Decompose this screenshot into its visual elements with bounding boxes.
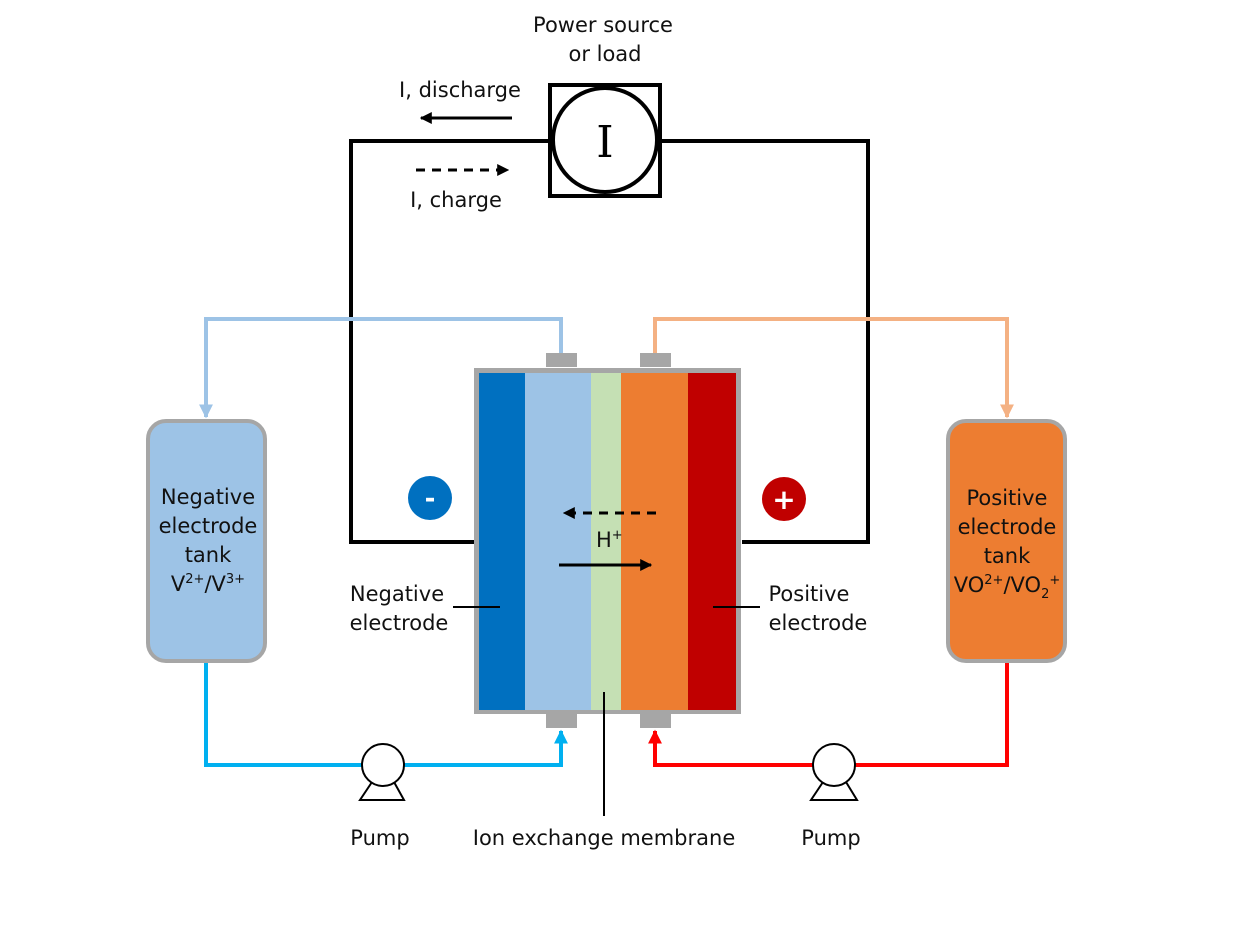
positive-return-pipe	[653, 317, 1014, 419]
pump-right	[809, 743, 859, 801]
pump-left-label: Pump	[350, 826, 409, 850]
circuit-wire	[349, 139, 870, 544]
positive-electrode-label-line2: electrode	[769, 611, 868, 635]
positive-electrode-layer	[688, 373, 736, 710]
power-source: I	[548, 83, 662, 198]
negative-tank-label-line1: Negative	[161, 485, 255, 509]
negative-terminal-sign: -	[425, 484, 436, 514]
positive-electrode-label-line1: Positive	[769, 582, 850, 606]
proton-label: H+	[596, 528, 623, 552]
positive-electrolyte-layer	[621, 373, 688, 710]
port-bottom-left	[546, 714, 577, 728]
negative-electrolyte-layer	[525, 373, 591, 710]
pump-left	[358, 743, 406, 801]
port-top-right	[640, 353, 671, 367]
positive-tank-label-line3: tank	[984, 544, 1031, 568]
positive-tank-label-line1: Positive	[967, 486, 1048, 510]
positive-terminal: +	[762, 477, 806, 521]
negative-electrode-layer	[479, 373, 525, 710]
power-source-label-line2: or load	[568, 42, 641, 66]
power-source-circle	[551, 86, 659, 194]
negative-terminal: -	[408, 476, 452, 520]
negative-return-pipe	[199, 317, 563, 419]
positive-tank-species: VO2+/VO2+	[954, 573, 1061, 602]
pump-right-label: Pump	[801, 826, 860, 850]
negative-tank-label-line3: tank	[185, 543, 232, 567]
negative-tank-species: V2+/V3+	[171, 572, 245, 596]
negative-electrode-label-line2: electrode	[350, 611, 449, 635]
port-top-left	[546, 353, 577, 367]
power-source-symbol: I	[596, 117, 613, 168]
membrane-label: Ion exchange membrane	[473, 826, 736, 850]
negative-tank-label-line2: electrode	[159, 514, 258, 538]
membrane-layer	[591, 373, 621, 710]
cell-stack	[474, 368, 741, 714]
port-bottom-right	[640, 714, 671, 728]
power-source-label-line1: Power source	[533, 13, 673, 37]
negative-electrode-label-line1: Negative	[350, 582, 444, 606]
positive-terminal-sign: +	[772, 483, 795, 516]
positive-tank-label-line2: electrode	[958, 515, 1057, 539]
discharge-current-label: I, discharge	[399, 78, 521, 102]
charge-current-label: I, charge	[410, 188, 502, 212]
positive-tank	[946, 419, 1067, 663]
negative-tank	[146, 419, 267, 663]
